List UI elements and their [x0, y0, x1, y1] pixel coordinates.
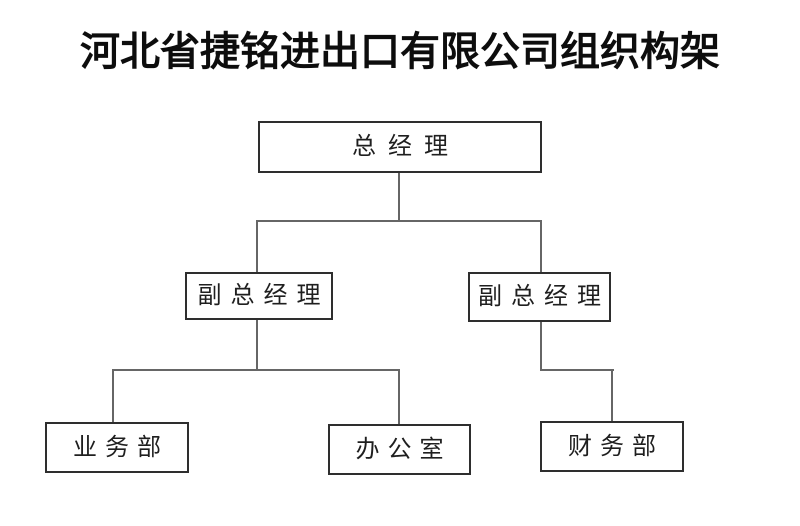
connector-deputy-left-drop: [256, 320, 258, 371]
connector-drop-deputy-right: [540, 220, 542, 272]
org-node-deputy-general-manager-left: 副总经理: [185, 272, 333, 320]
org-node-deputy-left-label: 副总经理: [197, 283, 330, 309]
org-node-business-label: 业务部: [73, 434, 169, 461]
org-node-deputy-general-manager-right: 副总经理: [468, 272, 611, 322]
org-node-finance-label: 财务部: [568, 433, 664, 460]
org-node-general-manager: 总经理: [258, 121, 542, 173]
connector-left-rail: [112, 369, 400, 371]
connector-drop-deputy-left: [256, 220, 258, 272]
org-node-finance-department: 财务部: [540, 421, 684, 472]
org-node-office-label: 办公室: [355, 436, 452, 463]
connector-right-rail: [540, 369, 614, 371]
org-node-general-office: 办公室: [328, 424, 471, 475]
org-node-deputy-right-label: 副总经理: [478, 284, 610, 310]
connector-deputy-right-drop: [540, 322, 542, 371]
connector-drop-office: [398, 369, 400, 424]
org-node-business-department: 业务部: [45, 422, 189, 473]
page-title: 河北省捷铭进出口有限公司组织构架: [80, 29, 720, 74]
connector-drop-finance: [611, 369, 613, 421]
org-node-general-manager-label: 总经理: [352, 134, 460, 160]
connector-gm-drop: [398, 172, 400, 222]
connector-top-rail: [256, 220, 542, 222]
connector-drop-business: [112, 369, 114, 422]
